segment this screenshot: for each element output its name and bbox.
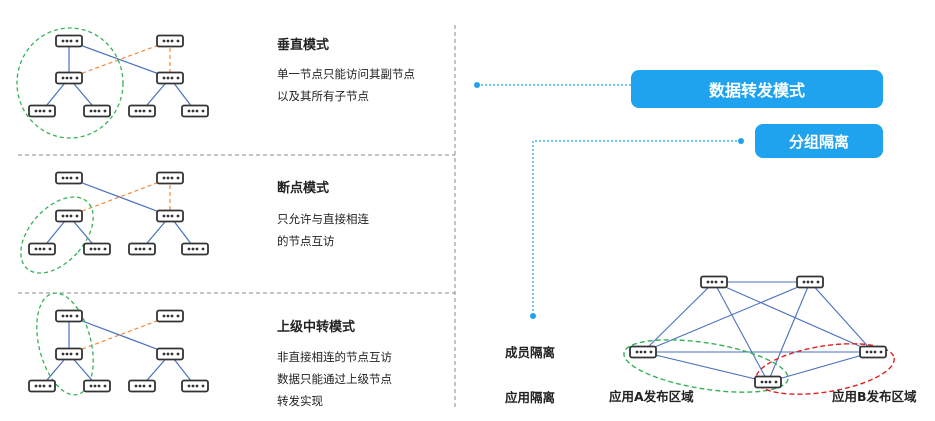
mode-2-desc-line1: 只允许与直接相连 <box>277 212 369 226</box>
vertical-mode-topology <box>16 27 209 139</box>
connector-lines <box>477 84 741 316</box>
mode-2-title: 断点模式 <box>277 181 330 196</box>
mode-3-desc-line3: 转发实现 <box>277 394 323 408</box>
group-isolation-button[interactable]: 分组隔离 <box>755 124 883 158</box>
zone-b-label: 应用B发布区域 <box>832 389 917 404</box>
relay-mode-topology <box>28 292 209 396</box>
zone-a-label: 应用A发布区域 <box>609 389 694 404</box>
mode-1-title: 垂直模式 <box>277 38 330 53</box>
connector-dot <box>738 138 744 144</box>
member-isolation-label: 成员隔离 <box>505 345 556 360</box>
breakpoint-mode-topology <box>20 171 209 274</box>
data-forwarding-mode-button[interactable]: 数据转发模式 <box>631 70 883 108</box>
app-isolation-label: 应用隔离 <box>505 390 556 405</box>
group-isolation-topology <box>623 275 895 395</box>
mode-3-desc-line1: 非直接相连的节点互访 <box>277 350 392 364</box>
mode-2-desc-line2: 的节点互访 <box>277 234 335 248</box>
mode-3-title: 上级中转模式 <box>277 320 356 335</box>
mode-3-desc-line2: 数据只能通过上级节点 <box>277 372 392 386</box>
mode-1-desc-line1: 单一节点只能访问其副节点 <box>277 67 415 81</box>
connector-dot <box>530 313 536 319</box>
connector-dot <box>474 82 480 88</box>
mode-1-desc-line2: 以及其所有子节点 <box>277 89 369 103</box>
